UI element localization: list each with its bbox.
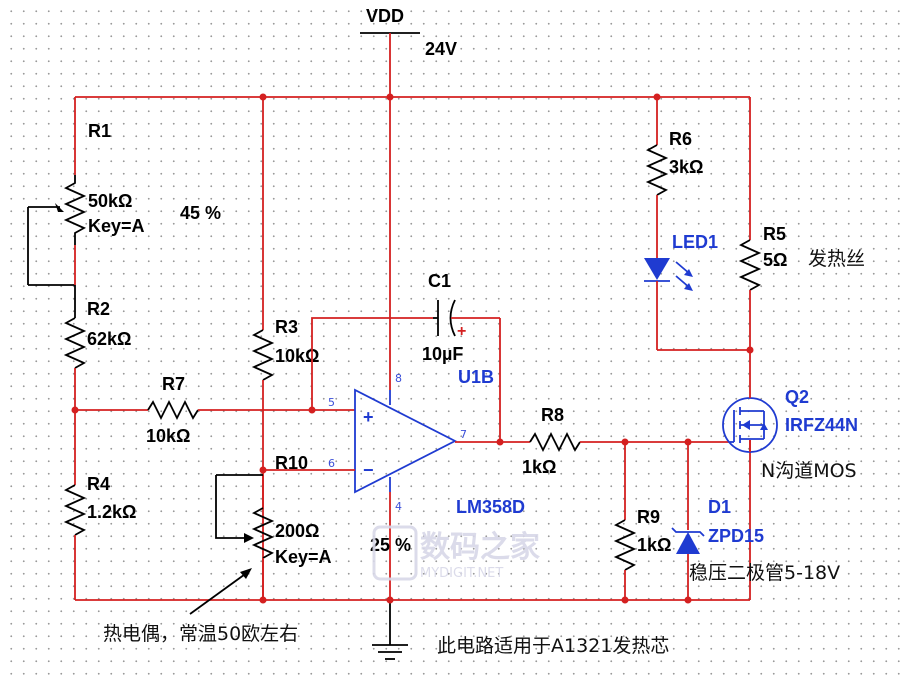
r7-resistor	[75, 399, 355, 421]
r10-potentiometer	[189, 474, 275, 615]
c1-polarity: +	[457, 323, 466, 340]
r1-potentiometer	[27, 175, 87, 286]
d1-ref: D1	[708, 497, 731, 517]
r10-setting: 25 %	[370, 535, 411, 555]
vdd-symbol	[360, 32, 420, 97]
r8-value: 1kΩ	[522, 457, 556, 477]
opamp-plus: +	[363, 407, 374, 427]
vdd-voltage-label: 24V	[425, 39, 457, 59]
r4-value: 1.2kΩ	[87, 502, 136, 522]
u1-part: LM358D	[456, 497, 525, 517]
r10-key: Key=A	[275, 547, 332, 567]
r2-resistor	[63, 285, 87, 410]
r5-ref: R5	[763, 224, 786, 244]
r3-ref: R3	[275, 317, 298, 337]
pin-5: 5	[328, 396, 335, 409]
r1-ref: R1	[88, 121, 111, 141]
u1-ref: U1B	[458, 367, 494, 387]
q2-ref: Q2	[785, 387, 809, 407]
pin-7: 7	[460, 428, 467, 441]
thermocouple-note: 热电偶，常温50欧左右	[103, 623, 298, 645]
d1-part: ZPD15	[708, 526, 764, 546]
r9-value: 1kΩ	[637, 535, 671, 555]
r10-value: 200Ω	[275, 521, 319, 541]
r2-value: 62kΩ	[87, 329, 131, 349]
top-rail	[74, 96, 751, 240]
r9-ref: R9	[637, 507, 660, 527]
r10-ref: R10	[275, 453, 308, 473]
r8-ref: R8	[541, 405, 564, 425]
r7-ref: R7	[162, 374, 185, 394]
pin-8: 8	[395, 372, 402, 385]
c1-ref: C1	[428, 271, 451, 291]
q2-note: N沟道MOS	[761, 460, 857, 482]
opamp-minus: −	[363, 460, 374, 480]
r1-value: 50kΩ	[88, 191, 132, 211]
led1-diode	[644, 195, 750, 351]
led1-ref: LED1	[672, 232, 718, 252]
ground-rail	[75, 440, 751, 601]
r6-ref: R6	[669, 129, 692, 149]
r5-note: 发热丝	[808, 248, 865, 270]
watermark: 数码之家 MYDIGIT.NET	[372, 525, 540, 581]
r5-value: 5Ω	[763, 250, 787, 270]
r8-resistor	[529, 431, 730, 453]
q2-part: IRFZ44N	[785, 415, 858, 435]
r3-value: 10kΩ	[275, 346, 319, 366]
r1-setting: 45 %	[180, 203, 221, 223]
r6-value: 3kΩ	[669, 157, 703, 177]
pin-4: 4	[395, 500, 402, 513]
r2-ref: R2	[87, 299, 110, 319]
ground-symbol	[372, 600, 408, 660]
r4-resistor	[63, 410, 87, 600]
d1-zener-diode	[671, 442, 705, 600]
r4-ref: R4	[87, 474, 110, 494]
watermark-main: 数码之家	[420, 530, 540, 565]
r7-value: 10kΩ	[146, 426, 190, 446]
q2-mosfet	[722, 390, 778, 453]
r6-resistor	[645, 97, 669, 196]
c1-capacitor	[311, 299, 501, 442]
watermark-sub: MYDIGIT.NET	[420, 566, 503, 581]
r9-resistor	[613, 442, 637, 600]
c1-value: 10µF	[422, 344, 463, 364]
vdd-label: VDD	[366, 6, 404, 26]
r5-resistor	[738, 239, 762, 390]
d1-note: 稳压二极管5-18V	[689, 562, 840, 584]
application-note: 此电路适用于A1321发热芯	[437, 635, 669, 657]
r1-key: Key=A	[88, 216, 145, 236]
opamp-u1b	[263, 97, 530, 600]
pin-6: 6	[328, 457, 335, 470]
junction-dots	[71, 93, 754, 604]
